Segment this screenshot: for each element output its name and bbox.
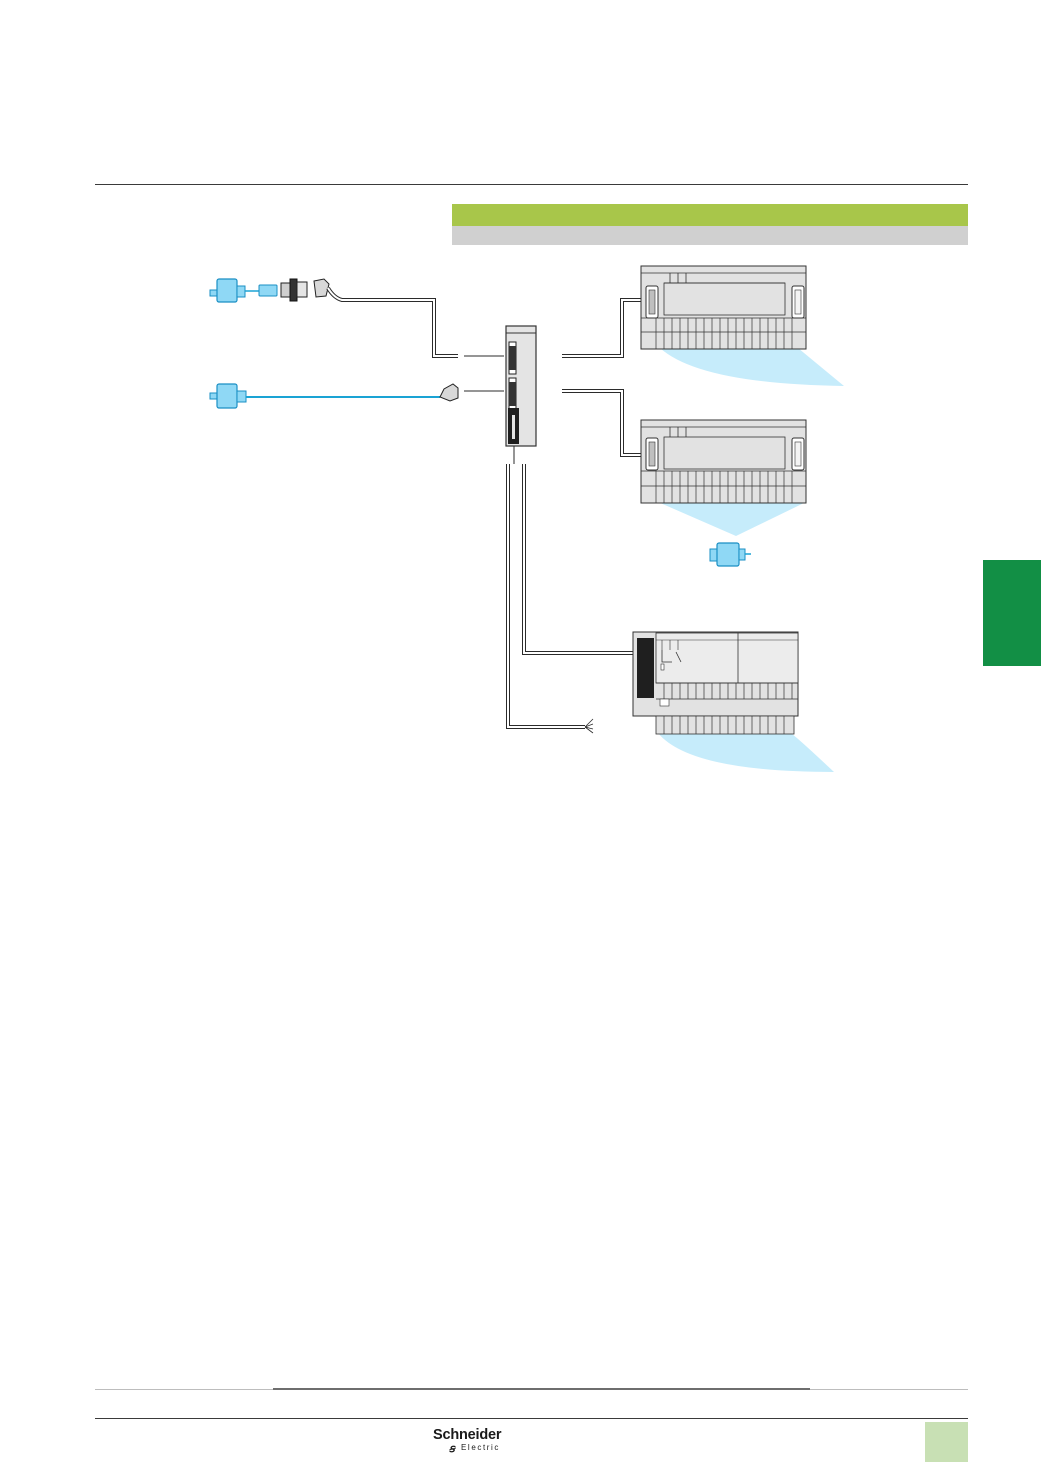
plc-module-icon[interactable]: [640, 265, 844, 386]
communication-module-icon[interactable]: [505, 325, 537, 447]
footer-rule-bottom: [95, 1418, 968, 1419]
plc-module-icon[interactable]: [640, 419, 807, 536]
usb-adapter-icon: [280, 278, 330, 302]
logo-sub: Electric: [461, 1443, 501, 1452]
page-number-box: [925, 1422, 968, 1462]
logo-name: Schneider: [433, 1427, 502, 1443]
footer-rule-accent: [273, 1388, 810, 1390]
header-band: [452, 204, 968, 226]
logo-mark-icon: ꞩ: [449, 1443, 455, 1455]
schneider-electric-logo: Schneider ꞩ Electric: [430, 1426, 520, 1458]
motor-icon: [709, 542, 751, 567]
plc-module-icon[interactable]: [632, 631, 834, 772]
connection-diagram: [209, 265, 844, 772]
top-rule: [95, 184, 968, 185]
section-tab[interactable]: [983, 560, 1041, 666]
header-subband: [452, 226, 968, 245]
encoder-icon: [209, 278, 278, 303]
ssi-encoder-icon: [209, 383, 247, 409]
